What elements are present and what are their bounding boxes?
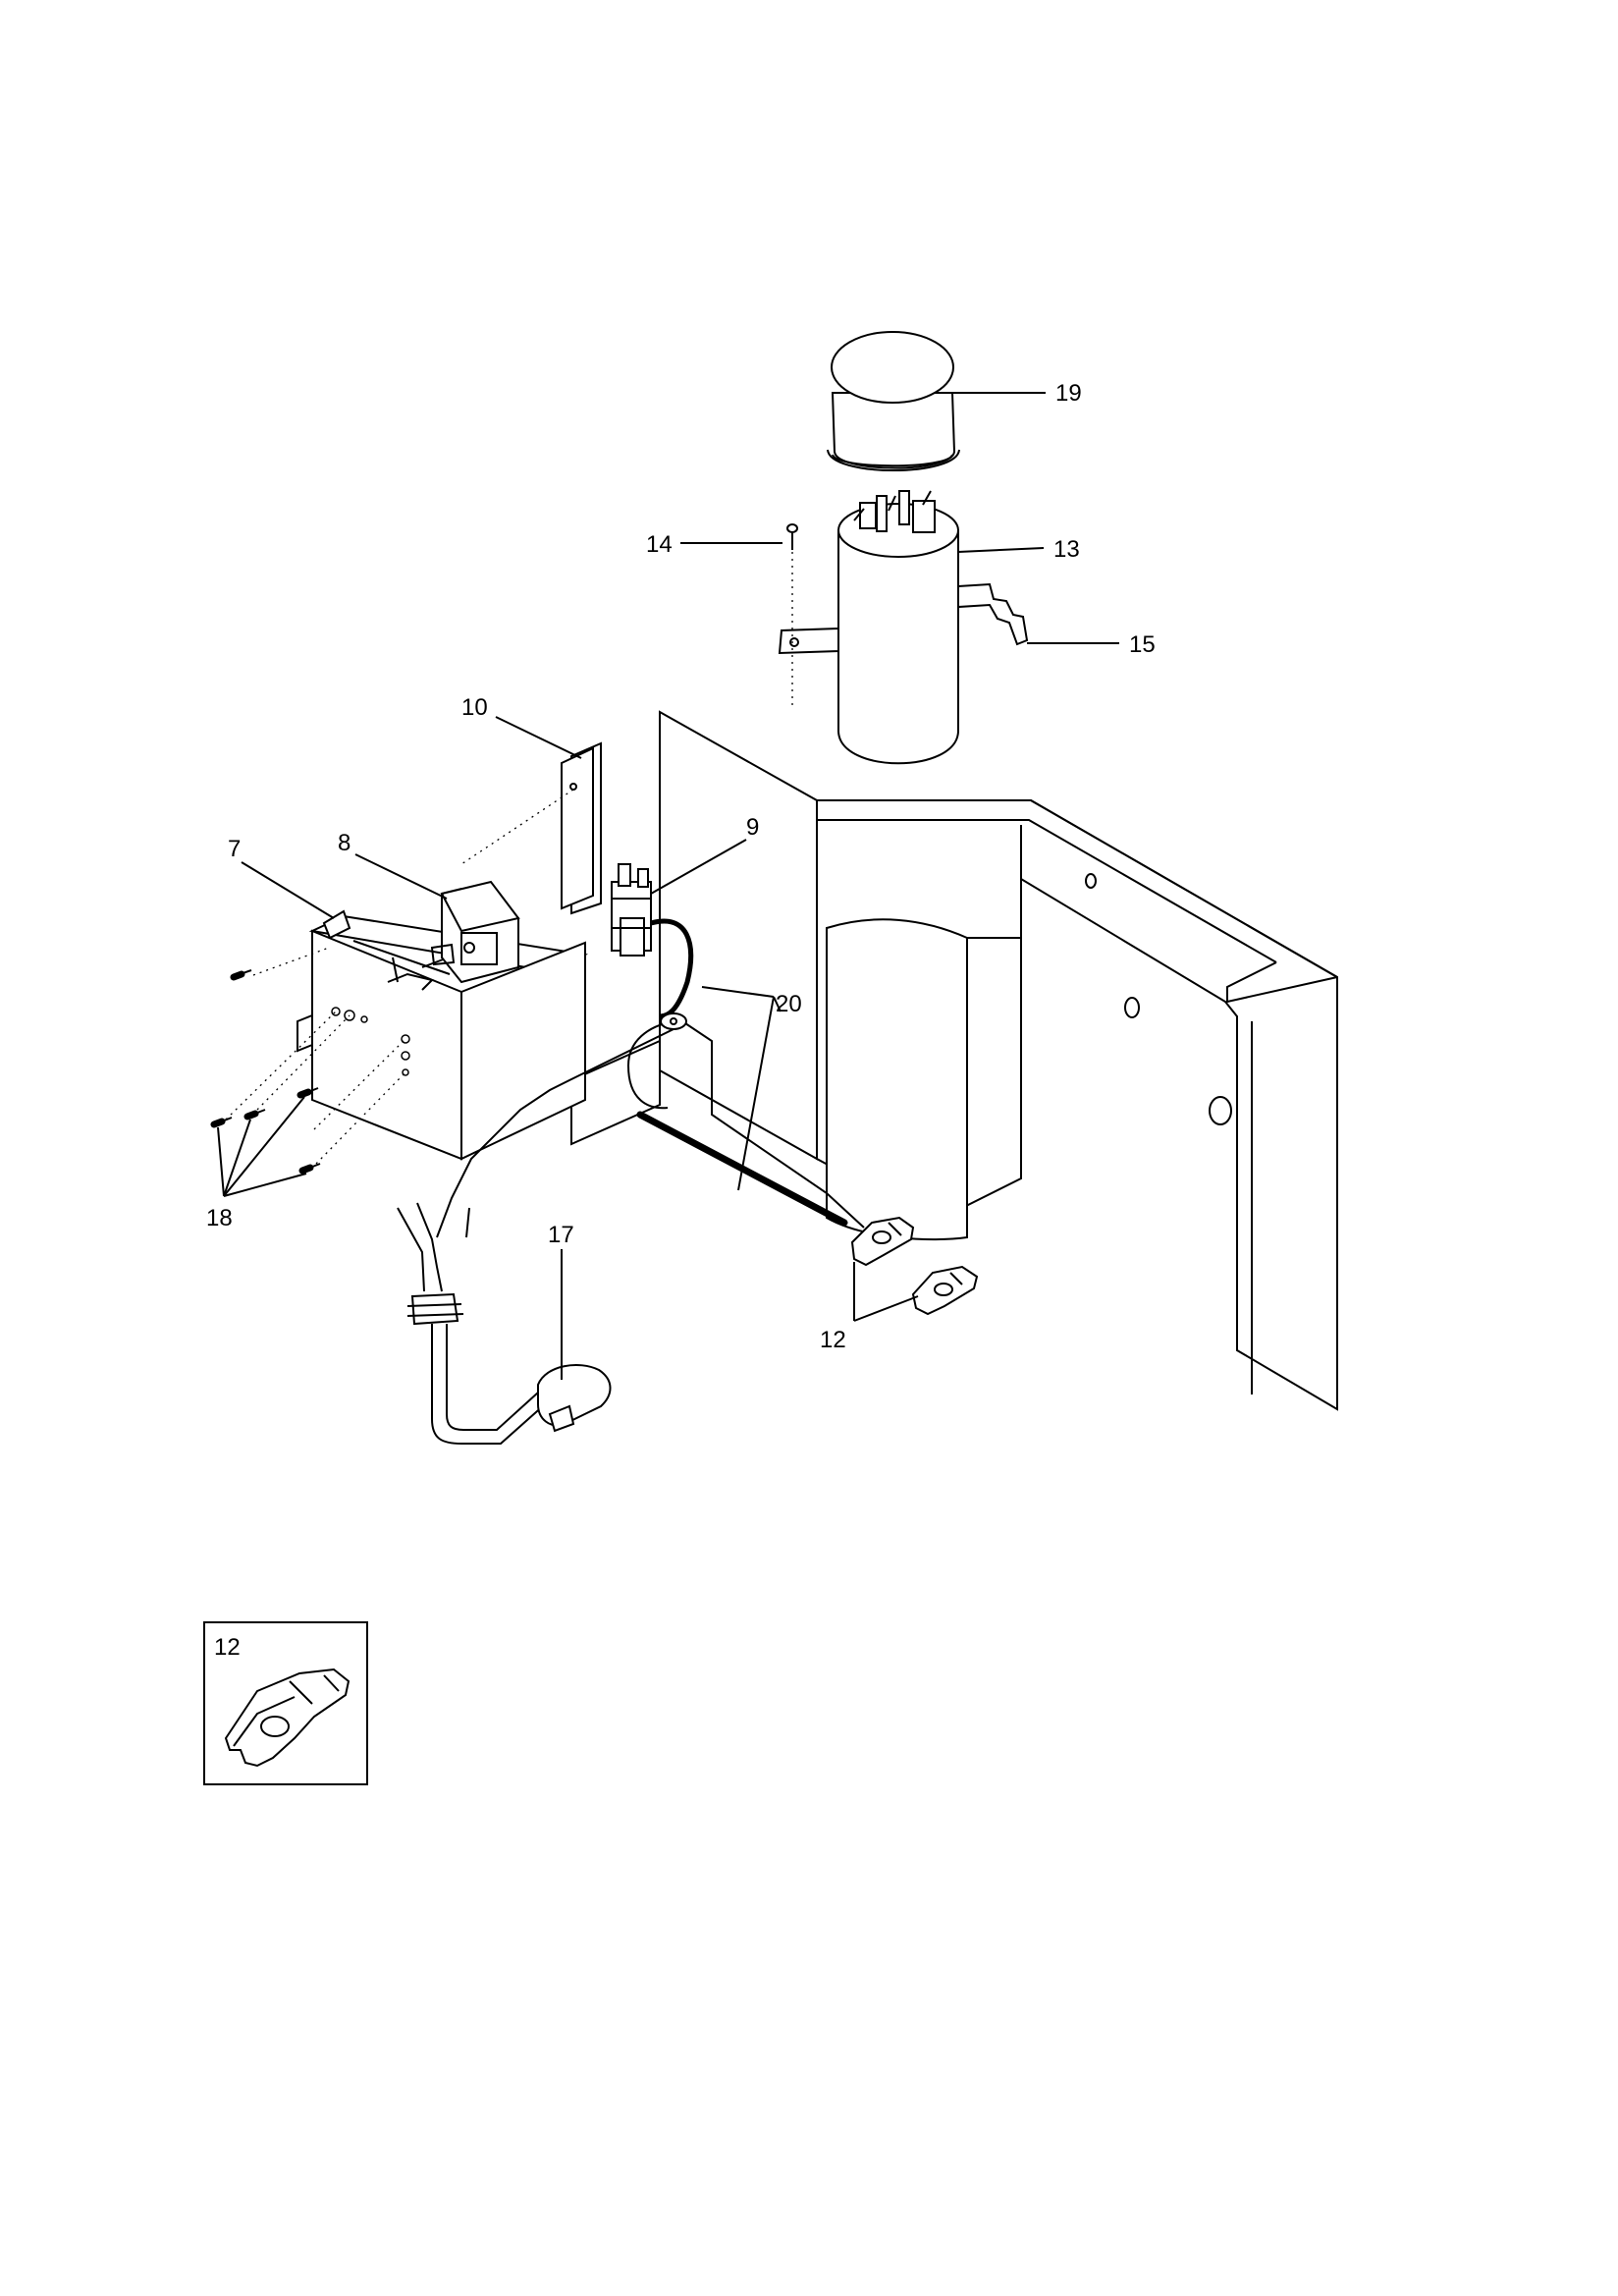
callout-10: 10: [461, 694, 488, 721]
callout-18: 18: [206, 1205, 233, 1231]
callout-12: 12: [820, 1327, 846, 1353]
main-panel: [570, 710, 1338, 1411]
part-9-switch: [611, 863, 652, 957]
part-15-strap: [778, 582, 1029, 655]
callout-13: 13: [1053, 536, 1080, 563]
callout-labels: 19 13 14 15 10 7 8 9 20 18 17 12: [206, 380, 1156, 1353]
part-19-capacitor-cover: [827, 331, 960, 471]
part-10-bracket-plate: [460, 746, 594, 910]
callout-17: 17: [548, 1222, 574, 1248]
part-13-capacitor: [837, 490, 959, 765]
callout-9: 9: [746, 814, 759, 841]
inset-part-12: 12: [203, 1621, 368, 1785]
callout-20: 20: [776, 991, 802, 1017]
inset-label: 12: [214, 1634, 241, 1661]
callout-8: 8: [338, 830, 351, 856]
part-18-screws: [210, 969, 321, 1175]
part-8-control: [430, 880, 520, 984]
callout-14: 14: [646, 531, 673, 558]
part-17-power-cord: [397, 1202, 612, 1445]
part-14-screw: [786, 523, 798, 707]
leader-lines: [217, 392, 1119, 1380]
callout-19: 19: [1055, 380, 1082, 407]
callout-15: 15: [1129, 631, 1156, 658]
part-12-clips: [850, 1216, 979, 1316]
callout-7: 7: [228, 836, 241, 862]
